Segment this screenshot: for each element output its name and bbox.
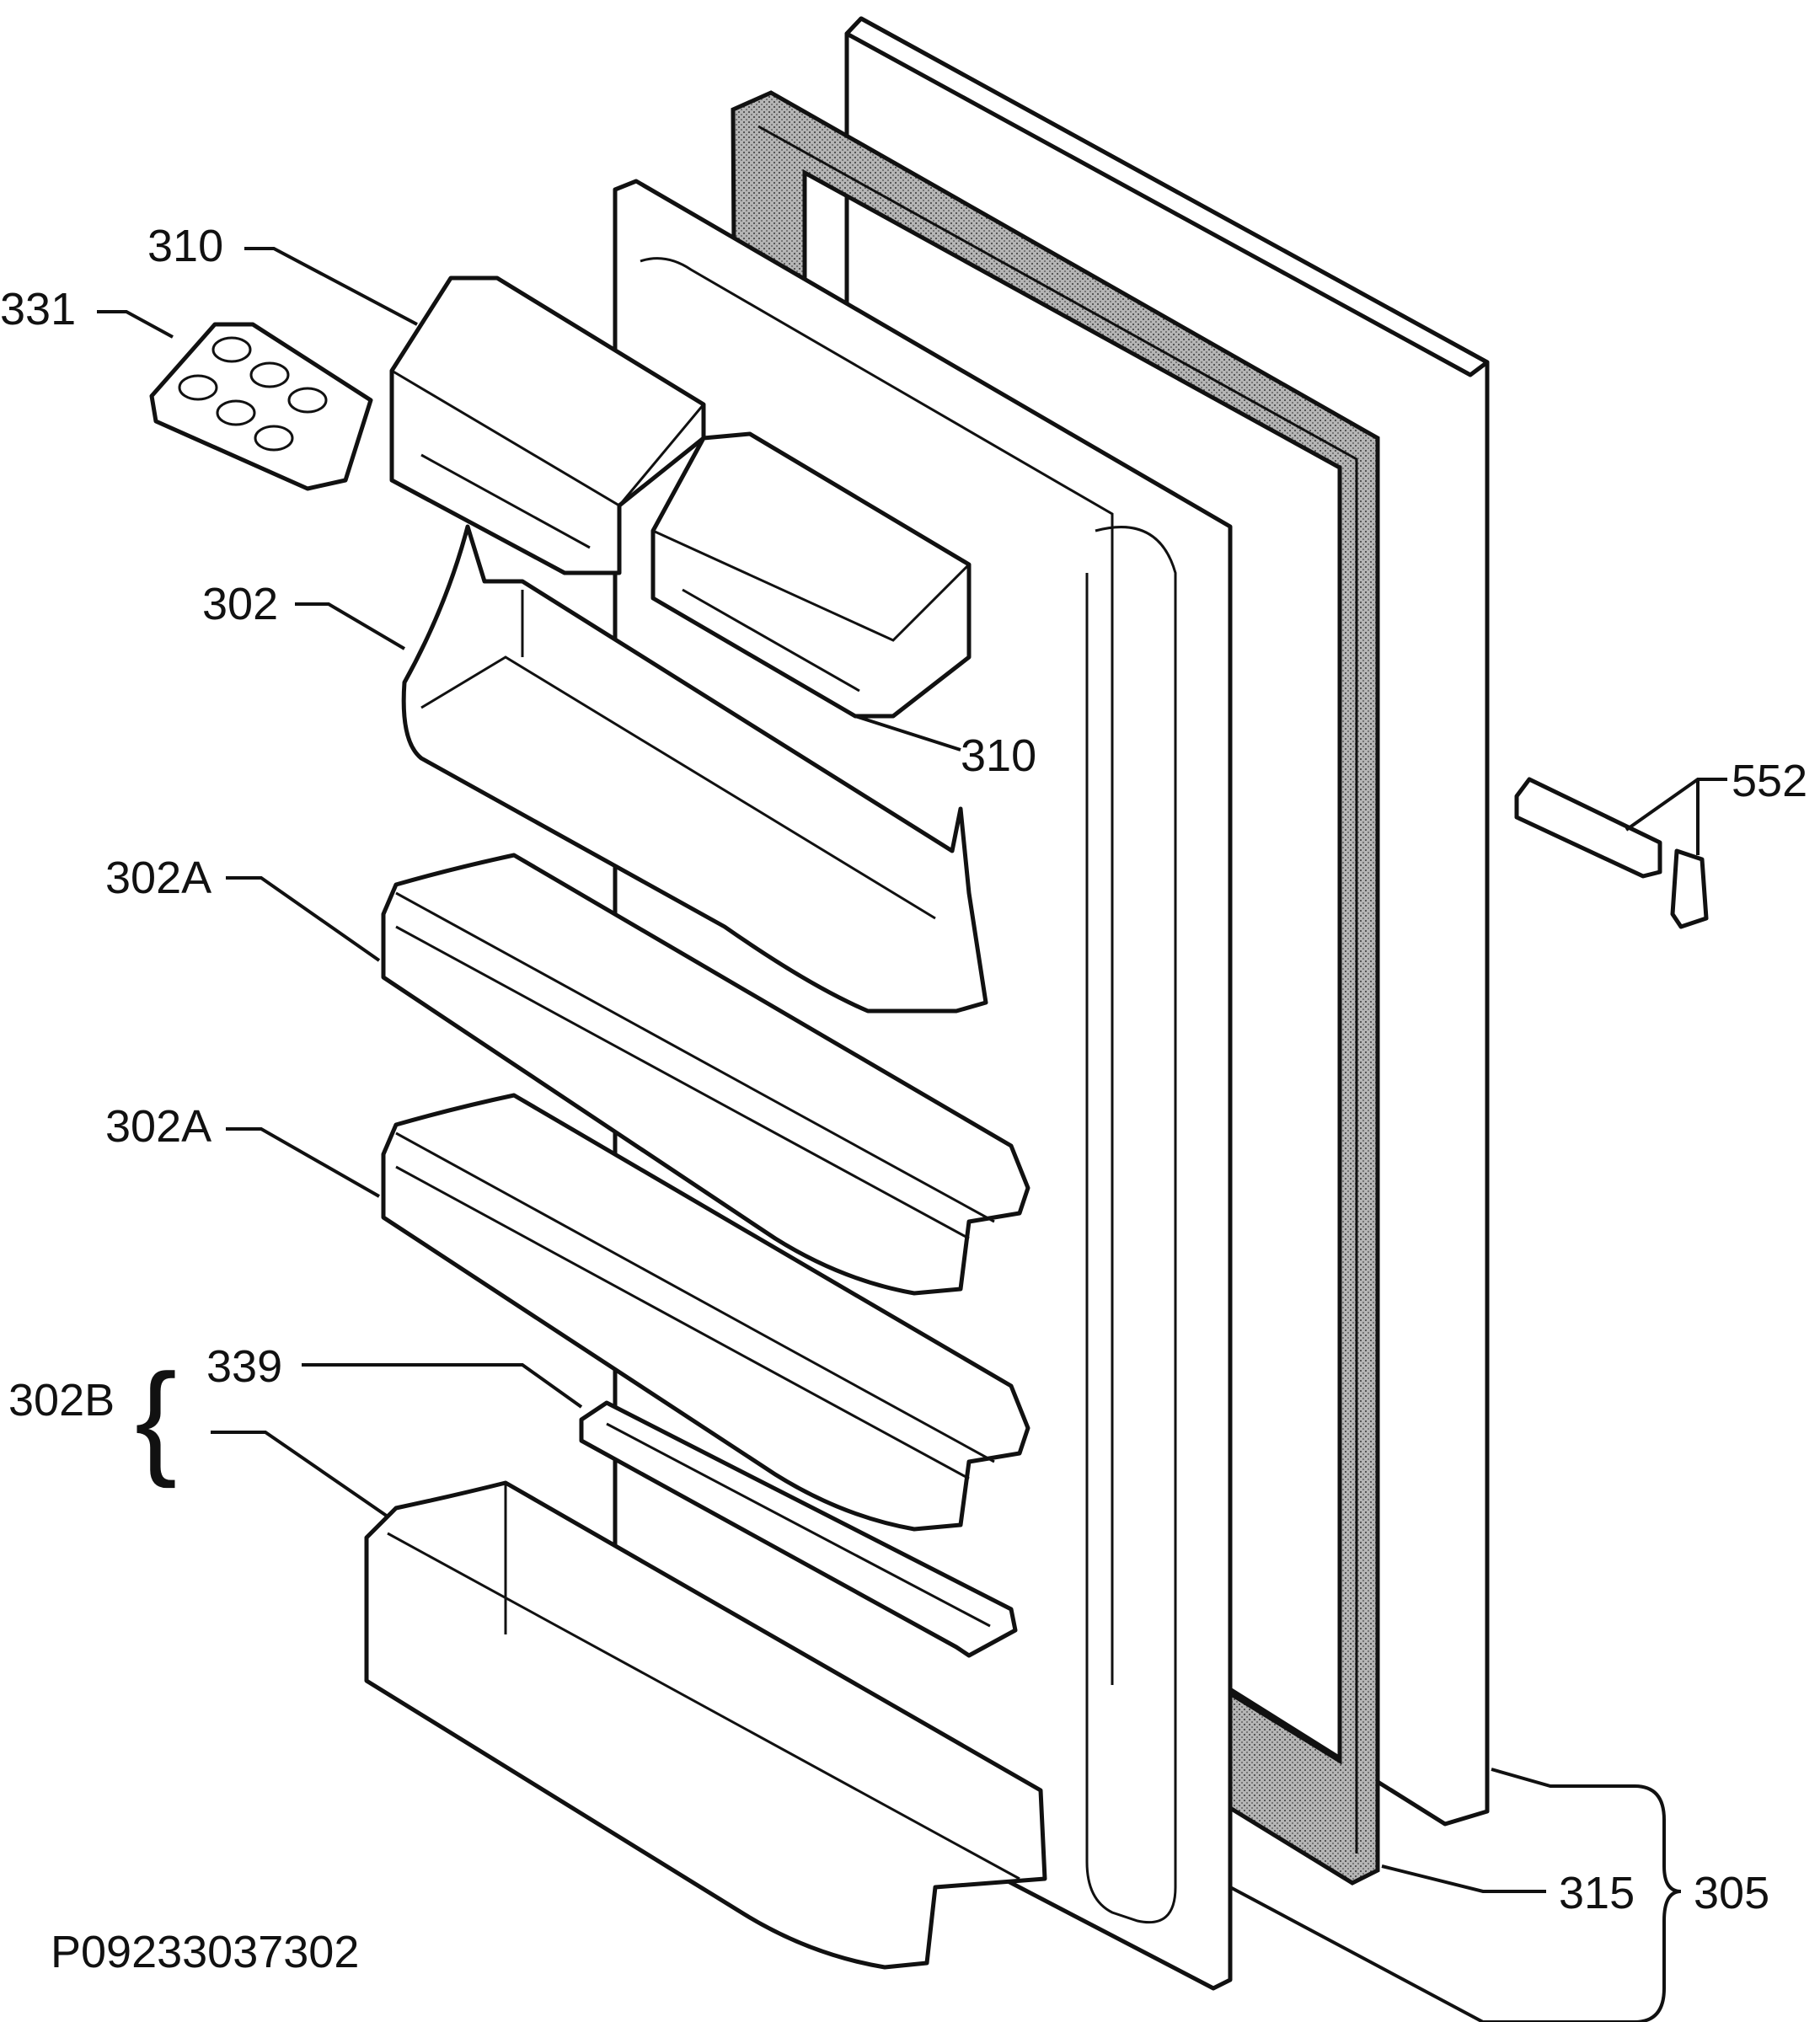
egg-tray <box>149 322 373 491</box>
bottle-shelf <box>401 524 988 1014</box>
door-shelf-1 <box>381 853 1030 1296</box>
label-egg-tray: 331 <box>0 284 76 334</box>
label-door-assembly: 305 <box>1694 1868 1769 1918</box>
drawing-code: P09233037302 <box>51 1927 359 1977</box>
label-shelf-set: 302B <box>8 1375 115 1426</box>
label-dairy-lid-bottom: 310 <box>961 730 1036 781</box>
leader-lines <box>97 247 1727 2022</box>
label-bottle-shelf: 302 <box>202 579 278 629</box>
label-bottle-retainer: 339 <box>206 1341 282 1392</box>
label-door-shelf-2: 302A <box>105 1101 211 1152</box>
label-gasket: 315 <box>1559 1868 1635 1918</box>
label-door-shelf-1: 302A <box>105 853 211 903</box>
shelf-set-brace: { <box>135 1347 177 1489</box>
label-hinge: 552 <box>1732 756 1807 806</box>
dairy-lid-top <box>389 275 706 575</box>
label-dairy-lid-top: 310 <box>147 221 223 271</box>
door-shelf-2 <box>381 1093 1030 1532</box>
bottom-door-shelf <box>364 1480 1047 1970</box>
dairy-lid-bottom <box>650 431 972 719</box>
bottle-retainer <box>579 1400 1018 1658</box>
hinge-bracket <box>1514 777 1709 929</box>
